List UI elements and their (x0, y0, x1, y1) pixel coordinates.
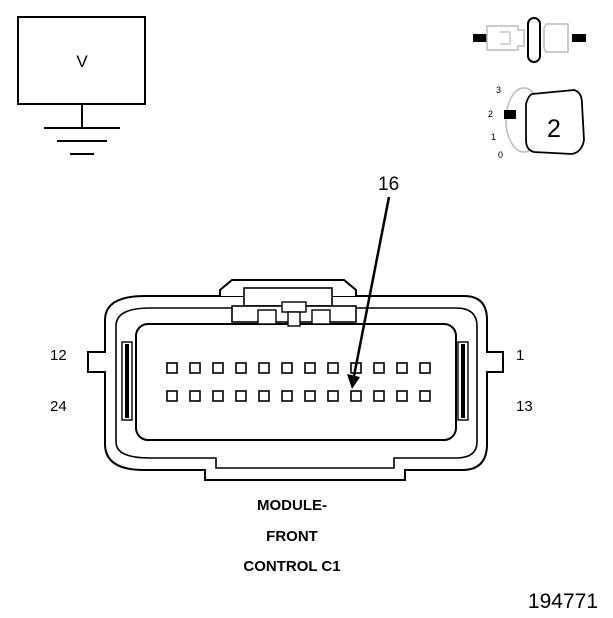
key-position-1: 1 (491, 132, 496, 142)
key-position-selected: 2 (547, 115, 561, 143)
pin-cavity-12 (166, 362, 178, 374)
pin-cavity-19 (281, 390, 293, 402)
pin-cavity-24 (166, 390, 178, 402)
pin-cavity-14 (396, 390, 408, 402)
callout-leader-line (352, 196, 391, 377)
pin-cavity-7 (281, 362, 293, 374)
pin-cavity-16 (350, 390, 362, 402)
left-side-lock (121, 341, 133, 421)
pin-cavity-20 (258, 390, 270, 402)
pin-cavity-11 (189, 362, 201, 374)
callout-arrowhead (347, 374, 360, 389)
pin-label-bottom-right: 13 (516, 398, 533, 415)
ground-symbol (44, 104, 120, 155)
disconnected-connector-icon (473, 17, 586, 63)
pin-cavity-1 (419, 362, 431, 374)
pin-cavity-2 (396, 362, 408, 374)
pin-callout: 16 (347, 174, 399, 389)
caption-line-2: FRONT (266, 528, 318, 545)
pin-cavity-15 (373, 390, 385, 402)
caption-line-1: MODULE- (257, 497, 327, 514)
pin-cavity-8 (258, 362, 270, 374)
callout-pin-number: 16 (378, 174, 399, 195)
pin-cavity-5 (327, 362, 339, 374)
pin-cavity-13 (419, 390, 431, 402)
key-position-0: 0 (498, 150, 503, 160)
figure-id: 194771 (528, 590, 598, 613)
connector-latch (219, 279, 357, 327)
pin-cavity-3 (373, 362, 385, 374)
pin-cavity-18 (304, 390, 316, 402)
pin-label-top-left: 12 (50, 347, 67, 364)
key-position-2: 2 (488, 109, 493, 119)
ignition-key-icon: 3 2 1 0 2 (488, 85, 585, 160)
pin-cavity-10 (212, 362, 224, 374)
pin-cavity-23 (189, 390, 201, 402)
pin-cavity-21 (235, 390, 247, 402)
pin-cavity-22 (212, 390, 224, 402)
voltmeter-symbol: V (17, 16, 146, 155)
key-position-3: 3 (496, 85, 501, 95)
pin-label-top-right: 1 (516, 347, 524, 364)
right-side-lock (457, 341, 469, 421)
pin-label-bottom-left: 24 (50, 398, 67, 415)
caption-line-3: CONTROL C1 (243, 558, 340, 575)
pin-cavity-17 (327, 390, 339, 402)
voltmeter-label: V (76, 52, 88, 71)
pin-cavity-6 (304, 362, 316, 374)
connector-body (87, 279, 504, 481)
pin-cavity-9 (235, 362, 247, 374)
